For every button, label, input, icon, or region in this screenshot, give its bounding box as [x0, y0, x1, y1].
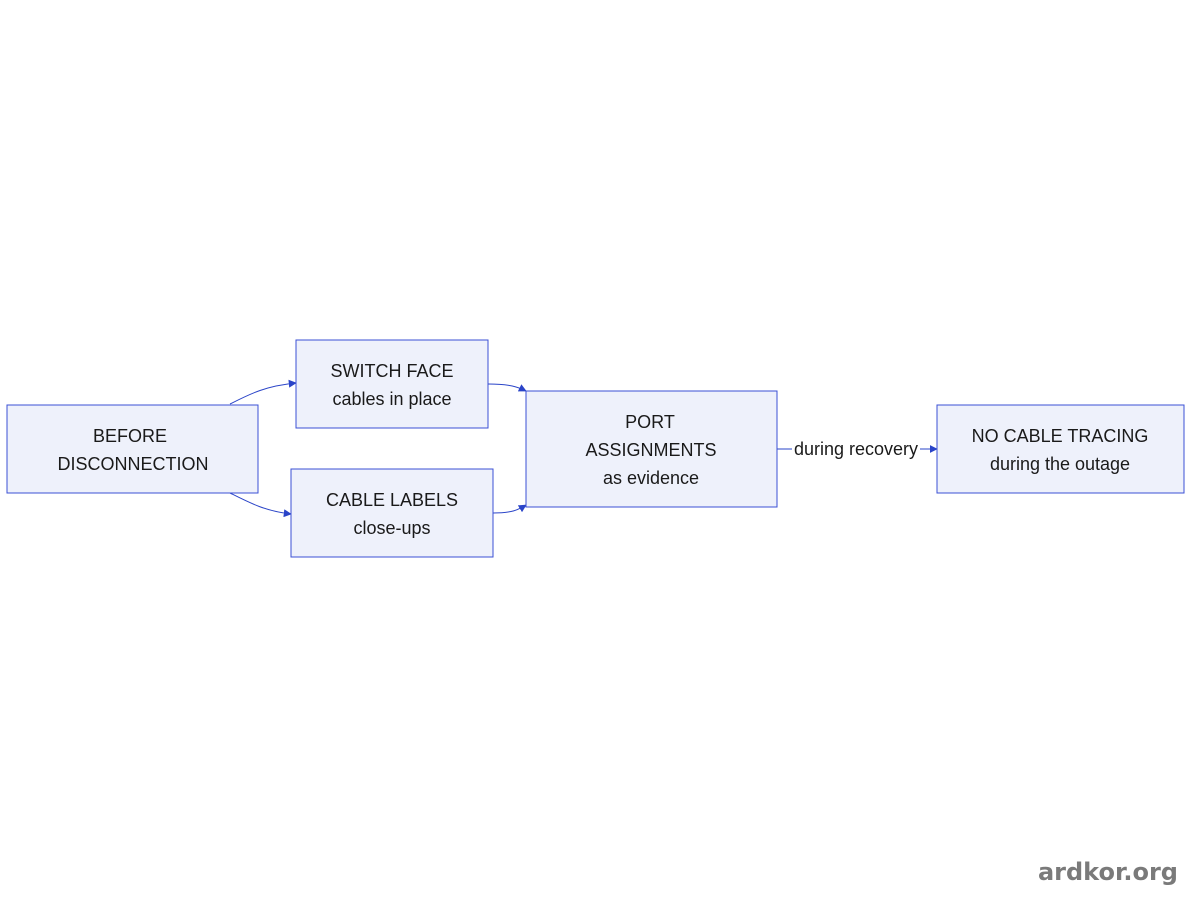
node-subtitle: close-ups — [353, 518, 430, 538]
node-before-disconnection: BEFORE DISCONNECTION — [6, 404, 259, 494]
edges: during recovery — [229, 379, 938, 518]
watermark: ardkor.org — [1037, 858, 1178, 886]
node-title: SWITCH FACE — [330, 361, 453, 381]
node-box — [936, 404, 1185, 494]
edge-switch-face-to-port-assignments — [487, 383, 527, 392]
node-box — [525, 390, 778, 508]
node-no-cable-tracing: NO CABLE TRACING during the outage — [936, 404, 1185, 494]
node-title: CABLE LABELS — [326, 490, 458, 510]
edge-before-to-cable-labels — [229, 492, 292, 518]
node-box — [6, 404, 259, 494]
node-title-line-2: DISCONNECTION — [57, 454, 208, 474]
edge-label-background — [792, 437, 920, 461]
edge-before-to-switch-face — [229, 379, 297, 405]
node-title-line-1: BEFORE — [93, 426, 167, 446]
node-box — [290, 468, 494, 558]
node-subtitle: cables in place — [332, 389, 451, 409]
node-subtitle: during the outage — [990, 454, 1130, 474]
node-title-line-2: ASSIGNMENTS — [585, 440, 716, 460]
node-switch-face: SWITCH FACE cables in place — [295, 339, 489, 429]
node-title-line-1: PORT — [625, 412, 675, 432]
edge-cable-labels-to-port-assignments — [492, 504, 527, 514]
edge-label-during-recovery: during recovery — [794, 439, 918, 459]
node-port-assignments: PORT ASSIGNMENTS as evidence — [525, 390, 778, 508]
node-box — [295, 339, 489, 429]
node-cable-labels: CABLE LABELS close-ups — [290, 468, 494, 558]
node-subtitle: as evidence — [603, 468, 699, 488]
node-title: NO CABLE TRACING — [972, 426, 1149, 446]
